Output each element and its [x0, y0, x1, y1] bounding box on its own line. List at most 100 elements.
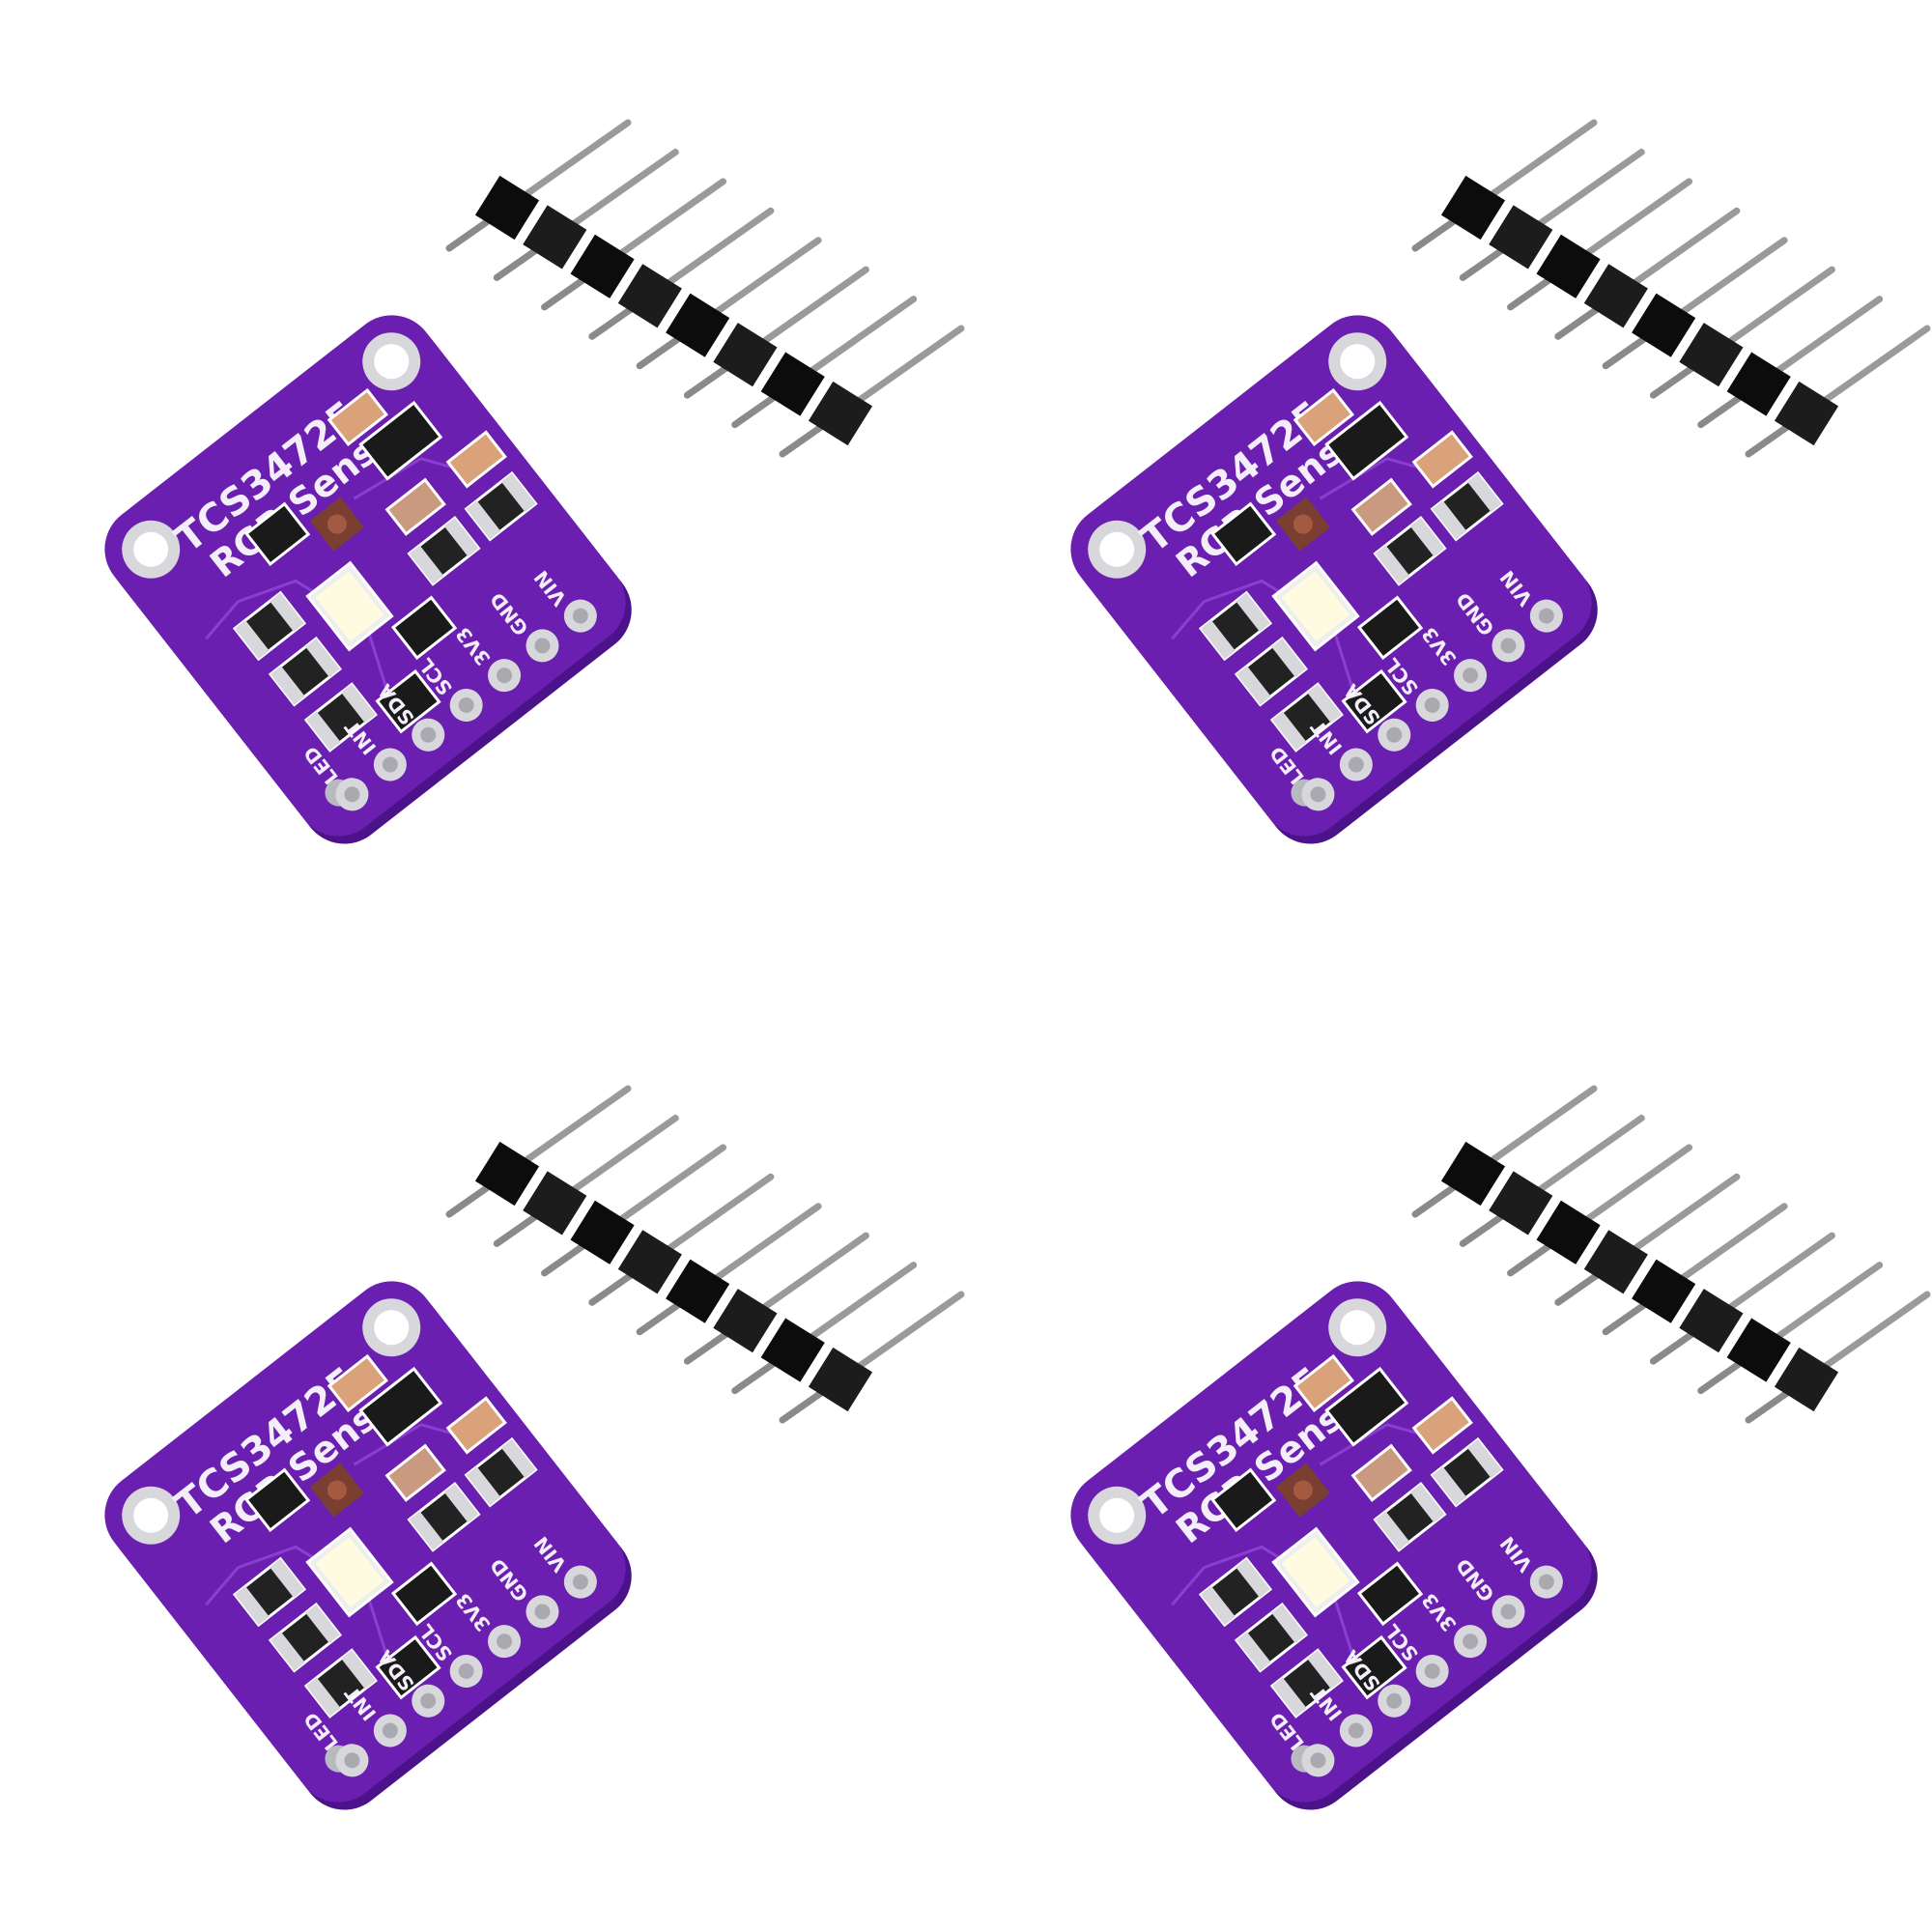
capacitor: [384, 1443, 446, 1502]
mounting-hole: [1088, 520, 1147, 579]
led: [1271, 1526, 1360, 1618]
mounting-hole: [362, 332, 421, 391]
header-plastic-block: [1583, 1230, 1648, 1294]
mounting-hole: [362, 1298, 421, 1357]
header-plastic-block: [570, 1200, 635, 1264]
capacitor: [327, 387, 389, 447]
header-plastic-block: [474, 1141, 540, 1207]
header-plastic-block: [808, 381, 873, 446]
header-plastic-block: [1774, 1347, 1839, 1412]
capacitor: [1350, 1443, 1412, 1502]
sensor-module-kit: TCS34725 RGB Sensor LEDINTSDASCL3V3GNDVI…: [1070, 119, 1931, 844]
color-sensor-chip: [1275, 1463, 1331, 1518]
transistor: [1356, 1561, 1424, 1627]
mounting-hole: [122, 520, 181, 579]
mounting-hole: [1088, 1486, 1147, 1545]
header-plastic-block: [570, 234, 635, 298]
header-plastic-block: [1489, 205, 1553, 270]
transistor: [375, 1634, 441, 1700]
resistor: [407, 1482, 481, 1552]
header-plastic-block: [1489, 1171, 1553, 1236]
resistor: [1234, 1602, 1309, 1673]
voltage-regulator: [1324, 1366, 1409, 1447]
resistor: [1373, 516, 1447, 586]
capacitor: [1411, 430, 1473, 489]
pin-header: [1411, 119, 1931, 458]
transistor: [244, 1467, 311, 1533]
sensor-module-kit: TCS34725 RGB Sensor LEDINTSDASCL3V3GNDVI…: [104, 119, 965, 844]
transistor: [390, 1561, 458, 1627]
header-plastic-block: [713, 1289, 778, 1353]
transistor: [1356, 595, 1424, 661]
capacitor: [1293, 1353, 1355, 1413]
header-plastic-block: [1536, 1200, 1601, 1264]
capacitor: [384, 477, 446, 536]
color-sensor-chip: [309, 1463, 365, 1518]
header-plastic-block: [666, 293, 730, 357]
voltage-regulator: [358, 400, 443, 481]
header-plastic-block: [666, 1259, 730, 1323]
transistor: [244, 501, 311, 567]
resistor: [1198, 590, 1273, 662]
header-plastic-block: [1440, 175, 1506, 241]
resistor: [232, 590, 307, 662]
sensor-module-kit: TCS34725 RGB Sensor LEDINTSDASCL3V3GNDVI…: [1070, 1085, 1931, 1810]
transistor: [390, 595, 458, 661]
mounting-hole: [1328, 1298, 1387, 1357]
header-plastic-block: [1632, 1259, 1696, 1323]
resistor: [407, 516, 481, 586]
pcb-board: TCS34725 RGB Sensor LEDINTSDASCL3V3GNDVI…: [104, 1281, 632, 1810]
resistor: [1198, 1556, 1273, 1628]
pin-pad-3v3: 3V3: [1417, 623, 1488, 693]
header-plastic-block: [1536, 234, 1601, 298]
resistor: [303, 682, 378, 753]
resistor: [1430, 1436, 1504, 1508]
mounting-hole: [122, 1486, 181, 1545]
voltage-regulator: [358, 1366, 443, 1447]
capacitor: [1293, 387, 1355, 447]
resistor: [1430, 470, 1504, 542]
header-plastic-block: [617, 264, 682, 328]
led: [1271, 560, 1360, 652]
resistor: [1373, 1482, 1447, 1552]
transistor: [1210, 501, 1277, 567]
header-plastic-block: [523, 1171, 587, 1236]
resistor: [464, 470, 538, 542]
mounting-hole: [1328, 332, 1387, 391]
header-plastic-block: [1632, 293, 1696, 357]
transistor: [1341, 1634, 1407, 1700]
capacitor: [445, 1396, 507, 1455]
header-plastic-block: [760, 1318, 825, 1382]
header-plastic-block: [1726, 1318, 1791, 1382]
header-plastic-block: [1583, 264, 1648, 328]
pin-header: [445, 119, 965, 458]
transistor: [375, 668, 441, 734]
pin-header: [1411, 1085, 1931, 1424]
header-plastic-block: [760, 352, 825, 416]
header-plastic-block: [617, 1230, 682, 1294]
capacitor: [1350, 477, 1412, 536]
header-plastic-block: [713, 323, 778, 387]
resistor: [268, 1602, 343, 1673]
sensor-module-kit: TCS34725 RGB Sensor LEDINTSDASCL3V3GNDVI…: [104, 1085, 965, 1810]
pcb-board: TCS34725 RGB Sensor LEDINTSDASCL3V3GNDVI…: [1070, 315, 1598, 844]
pin-header: [445, 1085, 965, 1424]
resistor: [464, 1436, 538, 1508]
capacitor: [327, 1353, 389, 1413]
capacitor: [445, 430, 507, 489]
header-plastic-block: [1726, 352, 1791, 416]
header-plastic-block: [1440, 1141, 1506, 1207]
header-plastic-block: [474, 175, 540, 241]
resistor: [303, 1648, 378, 1719]
header-plastic-block: [1679, 323, 1744, 387]
transistor: [1210, 1467, 1277, 1533]
resistor: [232, 1556, 307, 1628]
led: [305, 560, 394, 652]
color-sensor-chip: [1275, 497, 1331, 552]
color-sensor-chip: [309, 497, 365, 552]
header-plastic-block: [523, 205, 587, 270]
pcb-board: TCS34725 RGB Sensor LEDINTSDASCL3V3GNDVI…: [1070, 1281, 1598, 1810]
capacitor: [1411, 1396, 1473, 1455]
resistor: [1269, 1648, 1344, 1719]
